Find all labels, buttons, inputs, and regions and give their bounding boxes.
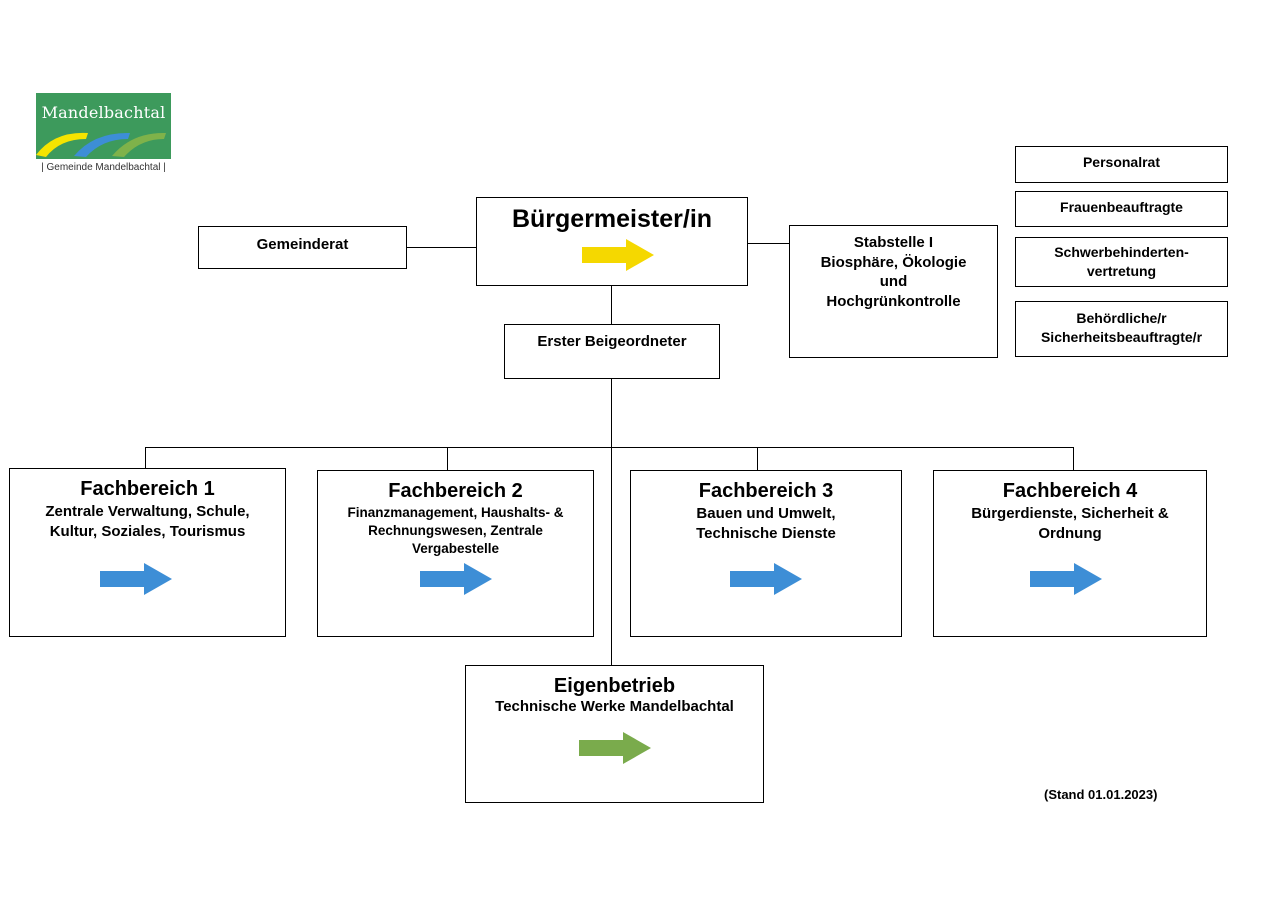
department-arrow-icon	[730, 563, 802, 595]
staff-unit-line: Biosphäre, Ökologie	[820, 253, 967, 271]
connector-mayor-staff	[748, 243, 789, 244]
connector-drop-fb4	[1073, 447, 1074, 470]
department-line: Vergabestelle	[411, 541, 500, 556]
department-title: Fachbereich 4	[1002, 480, 1138, 502]
department-title: Fachbereich 2	[388, 480, 523, 502]
mayor-box: Bürgermeister/in	[476, 197, 748, 286]
logo-subtitle: | Gemeinde Mandelbachtal |	[41, 162, 166, 173]
logo-wave-blue	[74, 132, 130, 157]
connector-council-mayor	[407, 247, 476, 248]
connector-drop-fb3	[757, 447, 758, 470]
department-box-4: Fachbereich 4 Bürgerdienste, Sicherheit …	[933, 470, 1207, 637]
logo-waves-icon	[36, 132, 166, 157]
connector-department-bus	[145, 447, 1074, 448]
staff-unit-box: Stabstelle I Biosphäre, Ökologie und Hoc…	[789, 225, 998, 358]
side-box-line: Personalrat	[1082, 154, 1161, 170]
staff-unit-line: Hochgrünkontrolle	[826, 292, 961, 310]
connector-mayor-deputy	[611, 286, 612, 324]
side-box-staff-council: Personalrat	[1015, 146, 1228, 183]
department-arrow-icon	[100, 563, 172, 595]
department-box-3: Fachbereich 3 Bauen und Umwelt, Technisc…	[630, 470, 902, 637]
connector-drop-fb1	[145, 447, 146, 468]
logo-name: Mandelbachtal	[41, 103, 166, 122]
logo-wave-yellow	[36, 132, 88, 157]
department-line: Technische Dienste	[696, 524, 836, 542]
side-box-line: vertretung	[1086, 262, 1157, 279]
department-title: Fachbereich 1	[80, 478, 215, 500]
side-box-womens-officer: Frauenbeauftragte	[1015, 191, 1228, 227]
side-box-disability-representative: Schwerbehinderten- vertretung	[1015, 237, 1228, 287]
enterprise-arrow-icon	[579, 732, 651, 764]
department-line: Zentrale Verwaltung, Schule,	[45, 503, 250, 520]
mayor-arrow-icon	[582, 239, 654, 271]
department-line: Ordnung	[1038, 524, 1102, 542]
deputy-box: Erster Beigeordneter	[504, 324, 720, 379]
staff-unit-line: Stabstelle I	[853, 234, 934, 251]
enterprise-title: Eigenbetrieb	[553, 675, 676, 697]
status-date: (Stand 01.01.2023)	[1044, 787, 1158, 802]
department-line: Rechnungswesen, Zentrale	[368, 523, 543, 538]
connector-deputy-trunk	[611, 379, 612, 665]
department-line: Bauen und Umwelt,	[696, 505, 836, 522]
council-box: Gemeinderat	[198, 226, 407, 269]
logo-background	[36, 93, 171, 159]
side-box-line: Schwerbehinderten-	[1054, 244, 1189, 260]
department-line: Bürgerdienste, Sicherheit &	[971, 505, 1169, 522]
department-line: Finanzmanagement, Haushalts- &	[347, 505, 564, 520]
mandelbachtal-logo: Mandelbachtal | Gemeinde Mandelbachtal |	[36, 93, 171, 177]
side-box-line: Frauenbeauftragte	[1060, 199, 1183, 215]
deputy-label: Erster Beigeordneter	[537, 333, 687, 350]
department-line: Kultur, Soziales, Tourismus	[49, 522, 246, 540]
side-box-security-officer: Behördliche/r Sicherheitsbeauftragte/r	[1015, 301, 1228, 357]
department-box-2: Fachbereich 2 Finanzmanagement, Haushalt…	[317, 470, 594, 637]
side-box-line: Behördliche/r	[1076, 310, 1167, 326]
department-arrow-icon	[420, 563, 492, 595]
department-arrow-icon	[1030, 563, 1102, 595]
enterprise-subtitle: Technische Werke Mandelbachtal	[495, 698, 734, 715]
connector-drop-fb2	[447, 447, 448, 470]
department-box-1: Fachbereich 1 Zentrale Verwaltung, Schul…	[9, 468, 286, 637]
department-title: Fachbereich 3	[698, 480, 834, 502]
logo-wave-green	[112, 132, 166, 157]
enterprise-box: Eigenbetrieb Technische Werke Mandelbach…	[465, 665, 764, 803]
side-box-line: Sicherheitsbeauftragte/r	[1040, 328, 1203, 345]
council-label: Gemeinderat	[256, 236, 349, 253]
staff-unit-line: und	[879, 273, 908, 290]
mayor-title: Bürgermeister/in	[511, 205, 713, 233]
